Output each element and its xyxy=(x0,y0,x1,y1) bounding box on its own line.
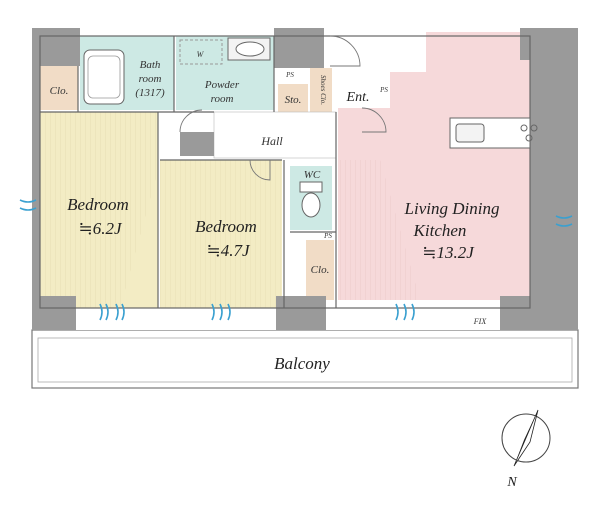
bedroom-1-size: ≒6.2J xyxy=(78,219,122,238)
storage-area xyxy=(278,84,308,112)
entrance-label: Ent. xyxy=(346,90,370,105)
ps-label-2: PS xyxy=(379,86,388,94)
powder-label-1: Powder xyxy=(204,79,240,91)
shoes-closet-area xyxy=(310,68,332,112)
bathtub-icon xyxy=(83,49,125,105)
shoes-closet-label: Shoes Clo. xyxy=(319,75,327,105)
washer-space-icon xyxy=(179,39,223,65)
ldk-label-2: Kitchen xyxy=(413,221,467,240)
wc-label: WC xyxy=(304,169,321,181)
washer-label: W xyxy=(197,50,205,59)
bathroom-label-1: Bath xyxy=(140,59,161,71)
fix-label: FIX xyxy=(473,317,488,326)
closet-left-label: Clo. xyxy=(50,85,69,97)
closet-left-area xyxy=(40,66,78,110)
toilet-icon xyxy=(299,181,323,193)
doors xyxy=(179,35,387,181)
bedroom-2-label: Bedroom xyxy=(195,217,257,236)
balcony-label: Balcony xyxy=(274,354,330,373)
windows xyxy=(19,199,573,321)
ldk-label-1: Living Dining xyxy=(404,199,500,218)
ldk-size: ≒13.2J xyxy=(422,243,475,262)
compass-icon xyxy=(501,409,551,467)
bedroom-2-size: ≒4.7J xyxy=(206,241,250,260)
hall-label: Hall xyxy=(260,134,283,148)
ps-label-1: PS xyxy=(285,71,294,79)
closet-mid-label: Clo. xyxy=(311,264,330,276)
north-label: N xyxy=(506,475,517,490)
ps-label-3: PS xyxy=(323,232,332,240)
hall-area xyxy=(213,111,337,159)
bedroom-1-label: Bedroom xyxy=(67,195,129,214)
closet-mid-area xyxy=(306,240,334,300)
powder-label-2: room xyxy=(211,93,234,105)
bathroom-label-3: (1317) xyxy=(135,87,165,99)
structural-walls xyxy=(32,28,578,330)
storage-label: Sto. xyxy=(285,94,302,106)
bathroom-label-2: room xyxy=(139,73,162,85)
